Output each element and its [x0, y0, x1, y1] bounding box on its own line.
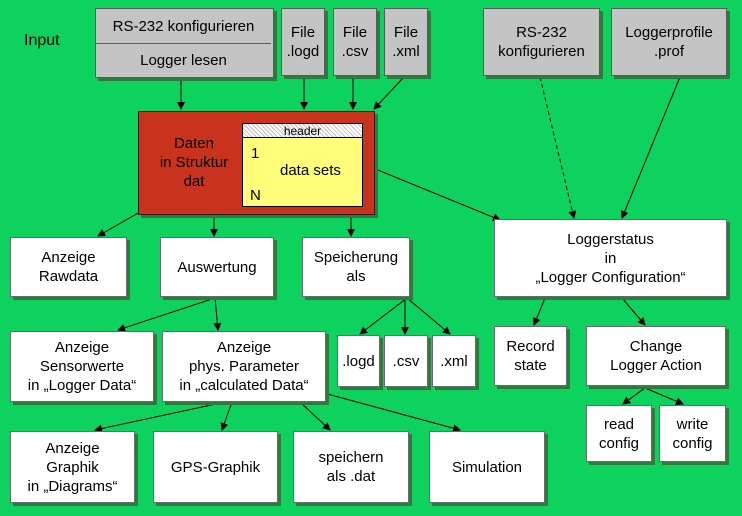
auswertung-button[interactable]: Auswertung: [160, 237, 274, 297]
rs232-logger-group: RS-232 konfigurieren Logger lesen: [95, 8, 274, 78]
rs232-configure-2-button[interactable]: RS-232 konfigurieren: [483, 8, 600, 76]
index-first: 1: [251, 145, 260, 162]
file-logd-input[interactable]: File .logd: [281, 8, 325, 76]
speicherung-button[interactable]: Speicherung als: [302, 237, 410, 297]
logger-read-button[interactable]: Logger lesen: [140, 51, 227, 69]
speichern-dat-button[interactable]: speichern als .dat: [293, 431, 409, 503]
anzeige-rawdata-button[interactable]: Anzeige Rawdata: [10, 237, 127, 297]
data-record: header 1 N data sets: [242, 123, 363, 207]
file-csv-input[interactable]: File .csv: [333, 8, 377, 76]
record-state-button[interactable]: Record state: [494, 326, 567, 386]
loggerstatus-panel[interactable]: Loggerstatus in „Logger Configuration“: [494, 219, 727, 297]
gps-graphik-button[interactable]: GPS-Graphik: [153, 431, 278, 503]
save-logd-button[interactable]: .logd: [337, 335, 380, 387]
write-config-button[interactable]: write config: [659, 405, 726, 462]
file-xml-input[interactable]: File .xml: [384, 8, 428, 76]
data-structure-box: Daten in Struktur dat header 1 N data se…: [138, 111, 375, 215]
data-sets-label: data sets: [280, 162, 341, 179]
anzeige-graphik-button[interactable]: Anzeige Graphik in „Diagrams“: [10, 431, 135, 503]
read-config-button[interactable]: read config: [586, 405, 652, 462]
loggerprofile-input[interactable]: Loggerprofile .prof: [611, 8, 727, 76]
save-csv-button[interactable]: .csv: [384, 335, 428, 387]
input-label: Input: [24, 32, 60, 49]
data-structure-label: Daten in Struktur dat: [159, 134, 229, 190]
index-last: N: [250, 187, 261, 204]
rs232-configure-button[interactable]: RS-232 konfigurieren: [96, 9, 271, 44]
header-bar: header: [243, 124, 362, 138]
simulation-button[interactable]: Simulation: [429, 431, 545, 503]
anzeige-sensorwerte-button[interactable]: Anzeige Sensorwerte in „Logger Data“: [10, 331, 154, 402]
anzeige-phys-parameter-button[interactable]: Anzeige phys. Parameter in „calculated D…: [162, 331, 326, 402]
change-logger-action-button[interactable]: Change Logger Action: [586, 326, 726, 386]
save-xml-button[interactable]: .xml: [432, 335, 476, 387]
